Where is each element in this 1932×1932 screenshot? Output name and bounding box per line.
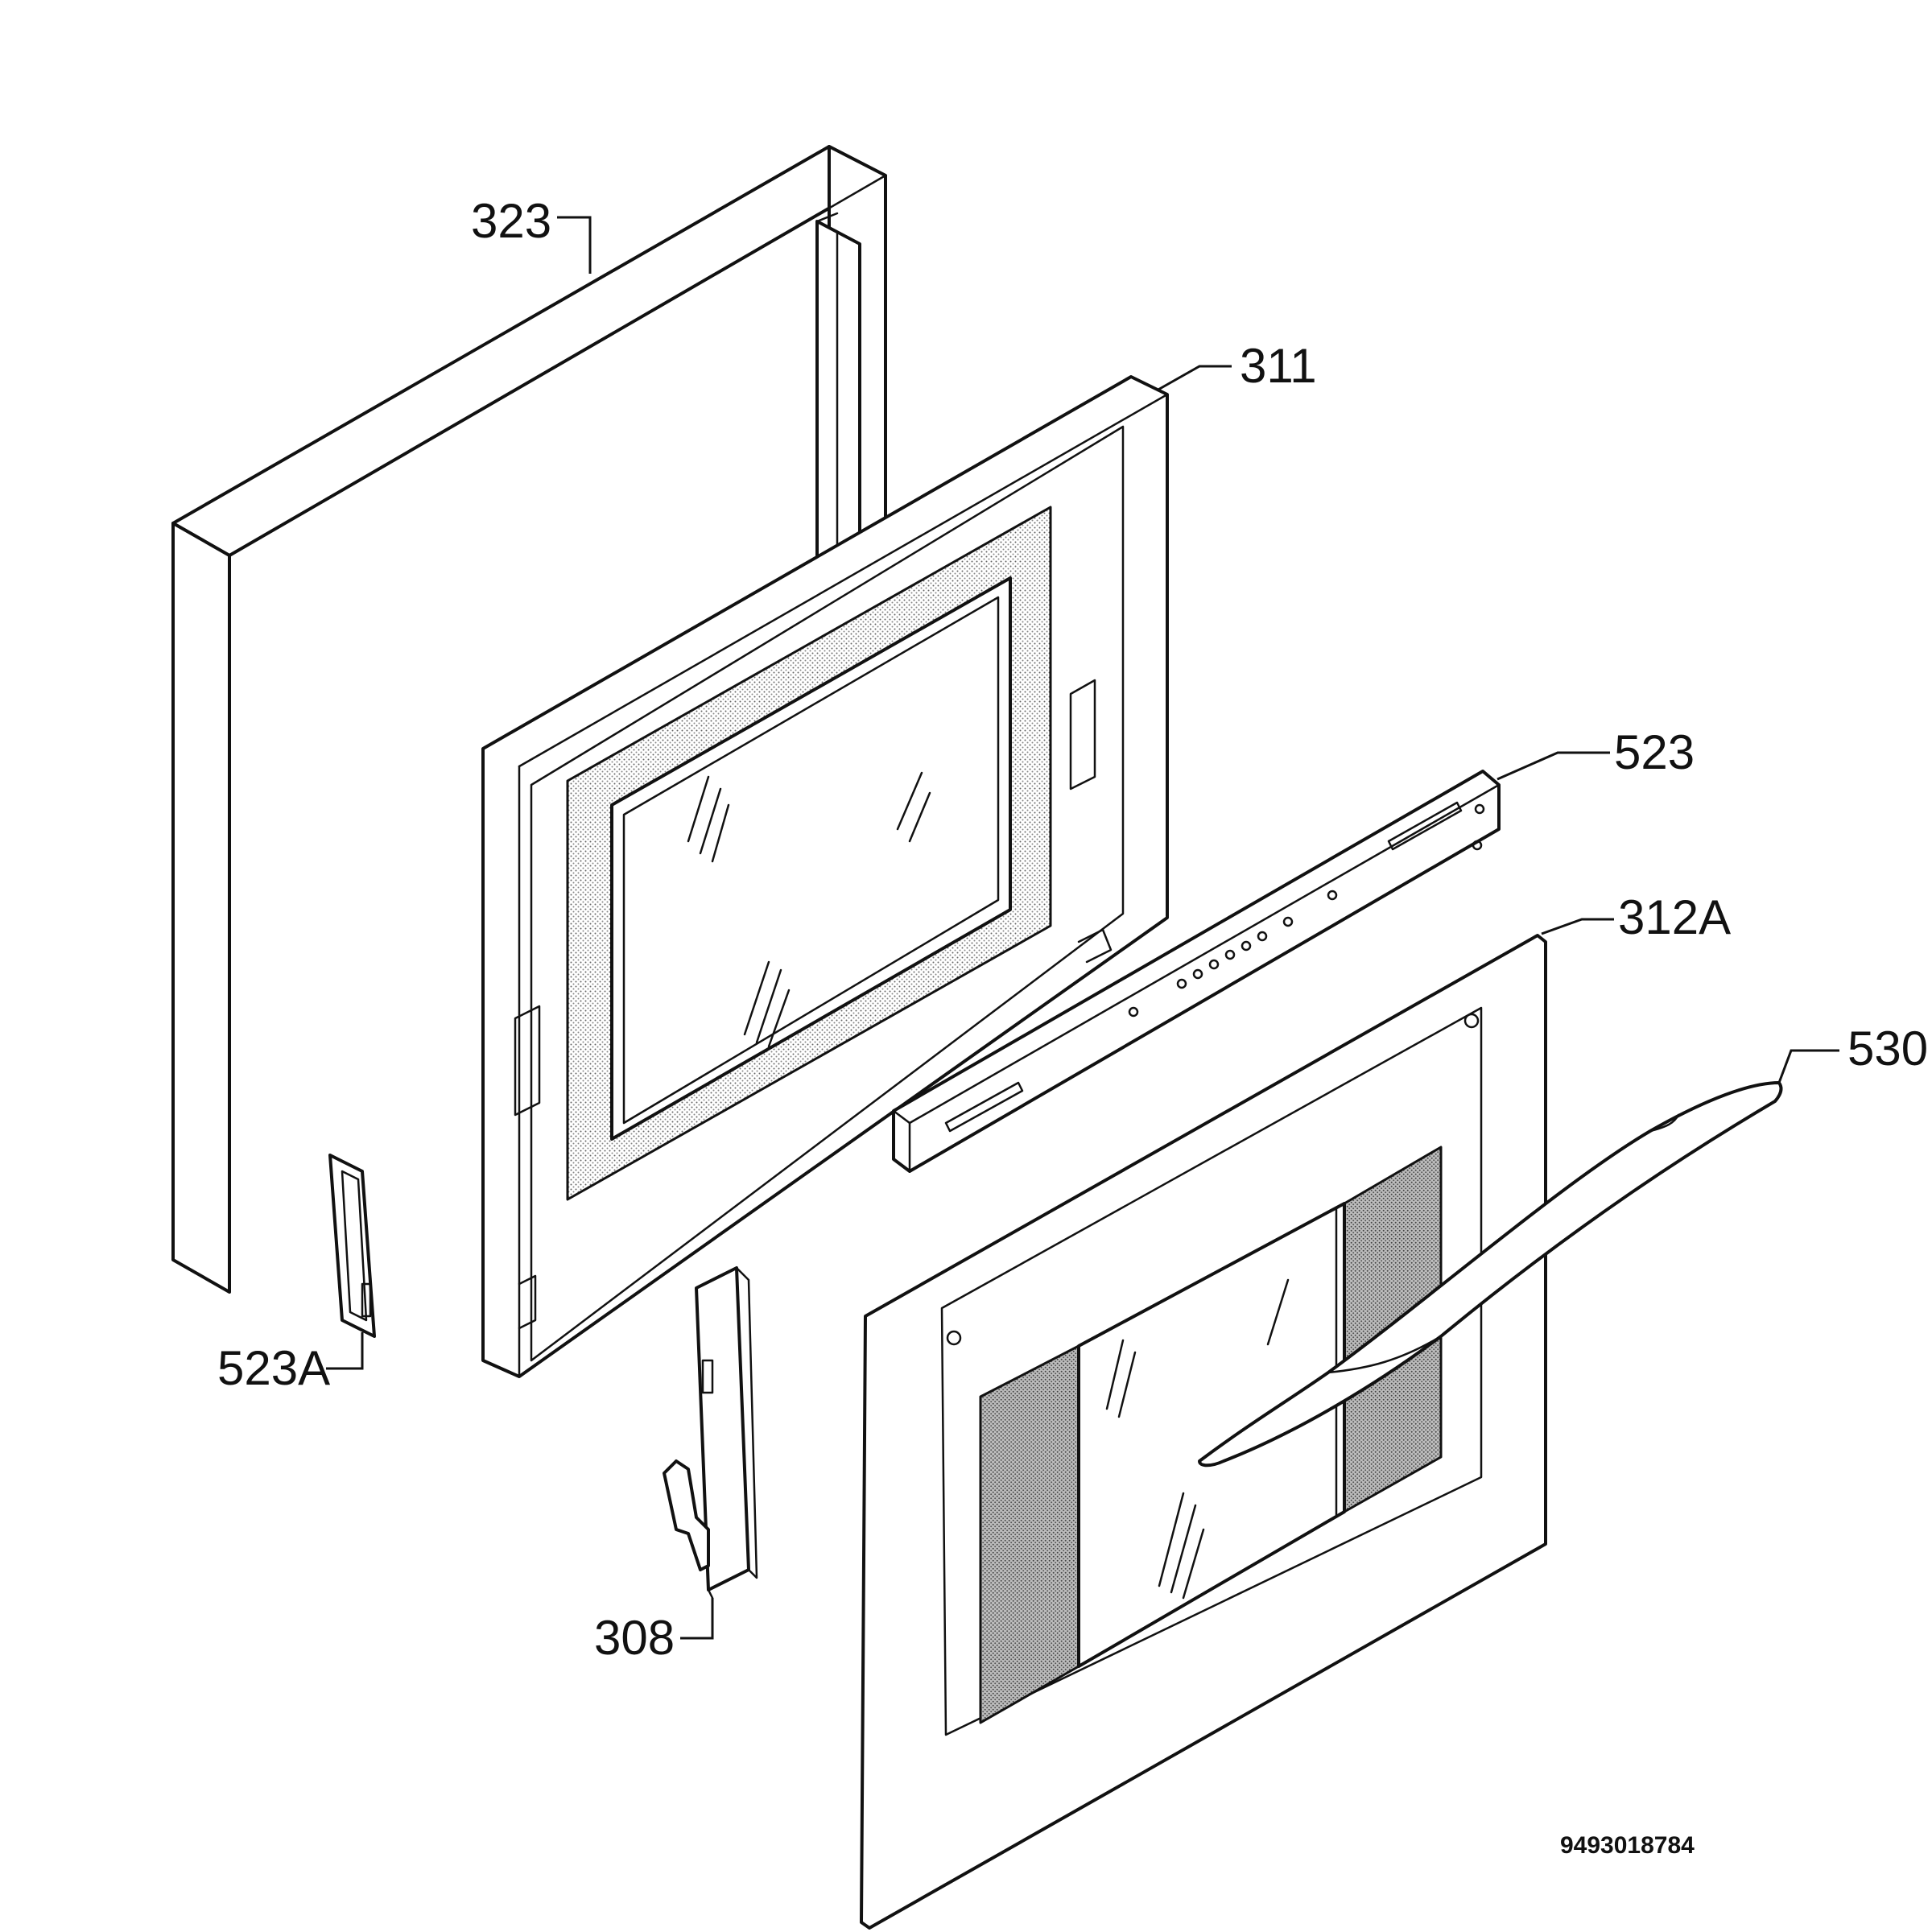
part-308-hinge <box>663 1266 758 1600</box>
label-308: 308 <box>594 1611 675 1665</box>
part-530-handle <box>1198 1081 1783 1468</box>
part-312a-outer-glass <box>860 934 1547 1930</box>
rail-holes <box>1128 803 1485 1018</box>
part-523-rail <box>892 770 1501 1173</box>
glass-reflection-marks <box>687 771 931 1048</box>
leader-lines <box>326 216 1839 1640</box>
label-523a: 523A <box>217 1341 330 1395</box>
part-523a-bracket <box>328 1154 376 1338</box>
label-530: 530 <box>1847 1022 1928 1075</box>
label-323: 323 <box>471 194 551 248</box>
document-number: 9493018784 <box>1560 1832 1695 1859</box>
label-312a: 312A <box>1618 890 1731 944</box>
label-311: 311 <box>1240 339 1317 393</box>
part-311-inner-door <box>481 375 1169 1378</box>
label-523: 523 <box>1614 725 1695 779</box>
part-labels: 323 311 523 312A 530 523A 308 9493018784 <box>217 194 1928 1859</box>
